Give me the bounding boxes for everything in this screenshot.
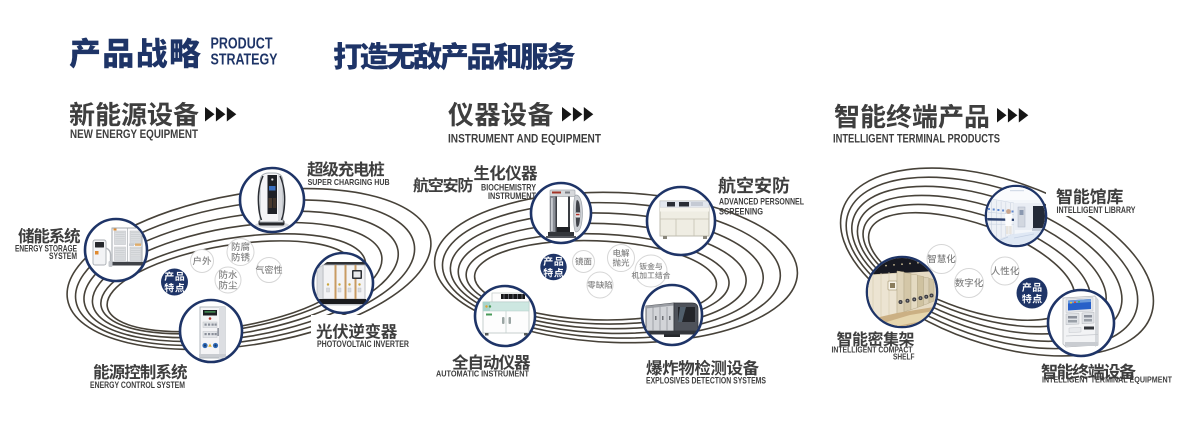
svg-text:PRODUCT: PRODUCT (211, 36, 273, 53)
svg-text:SCREENING: SCREENING (719, 207, 763, 217)
svg-text:PHOTOVOLTAIC INVERTER: PHOTOVOLTAIC INVERTER (317, 339, 409, 349)
svg-text:INSTRUMENT: INSTRUMENT (488, 191, 536, 201)
svg-text:SYSTEM: SYSTEM (49, 251, 77, 262)
svg-text:AUTOMATIC INSTRUMENT: AUTOMATIC INSTRUMENT (436, 369, 529, 378)
svg-text:INTELLIGENT LIBRARY: INTELLIGENT LIBRARY (1057, 205, 1136, 215)
svg-text:ENERGY CONTROL SYSTEM: ENERGY CONTROL SYSTEM (90, 380, 185, 390)
svg-text:INSTRUMENT AND EQUIPMENT: INSTRUMENT AND EQUIPMENT (448, 134, 601, 146)
svg-text:NEW ENERGY EQUIPMENT: NEW ENERGY EQUIPMENT (70, 129, 198, 141)
svg-text:INTELLIGENT COMPACT: INTELLIGENT COMPACT (832, 345, 913, 354)
svg-text:ENERGY STORAGE: ENERGY STORAGE (15, 244, 77, 255)
svg-text:EXPLOSIVES DETECTION SYSTEMS: EXPLOSIVES DETECTION SYSTEMS (646, 376, 766, 386)
svg-text:SHELF: SHELF (893, 353, 915, 362)
svg-text:ADVANCED PERSONNEL: ADVANCED PERSONNEL (719, 197, 804, 207)
svg-text:BIOCHEMISTRY: BIOCHEMISTRY (481, 183, 536, 193)
svg-text:INTELLIGENT TERMINAL EQUIPMENT: INTELLIGENT TERMINAL EQUIPMENT (1042, 376, 1172, 385)
svg-text:SUPER CHARGING HUB: SUPER CHARGING HUB (308, 177, 390, 187)
svg-text:INTELLIGENT TERMINAL PRODUCTS: INTELLIGENT TERMINAL PRODUCTS (833, 134, 1000, 146)
svg-text:STRATEGY: STRATEGY (211, 51, 278, 68)
